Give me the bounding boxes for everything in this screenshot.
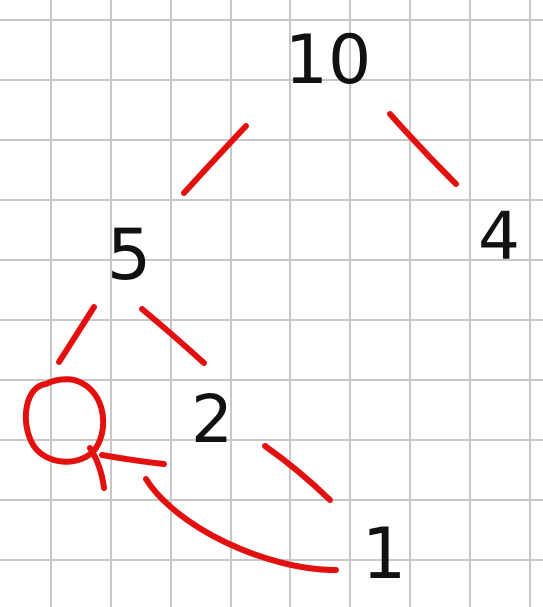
- hollow-node-tail: [87, 445, 107, 491]
- node-root-label: 10: [285, 21, 372, 100]
- edge-2-to-1: [262, 443, 333, 503]
- node-right-child-label: 4: [478, 198, 520, 275]
- edge-5-to-left: [56, 304, 97, 365]
- arrow-shaft: [99, 452, 167, 467]
- node-left-child-label: 5: [107, 214, 152, 296]
- node-2-label: 2: [191, 381, 233, 458]
- tree-edges: [22, 111, 459, 573]
- curved-arrow-from-1: [143, 476, 339, 573]
- hollow-node-circle: [22, 376, 107, 465]
- node-1-label: 1: [362, 513, 407, 595]
- edge-5-to-2: [139, 306, 207, 366]
- tree-nodes: 10 4 5 2 1: [107, 21, 520, 595]
- edge-10-to-4: [387, 111, 459, 187]
- edge-10-to-5: [181, 123, 249, 196]
